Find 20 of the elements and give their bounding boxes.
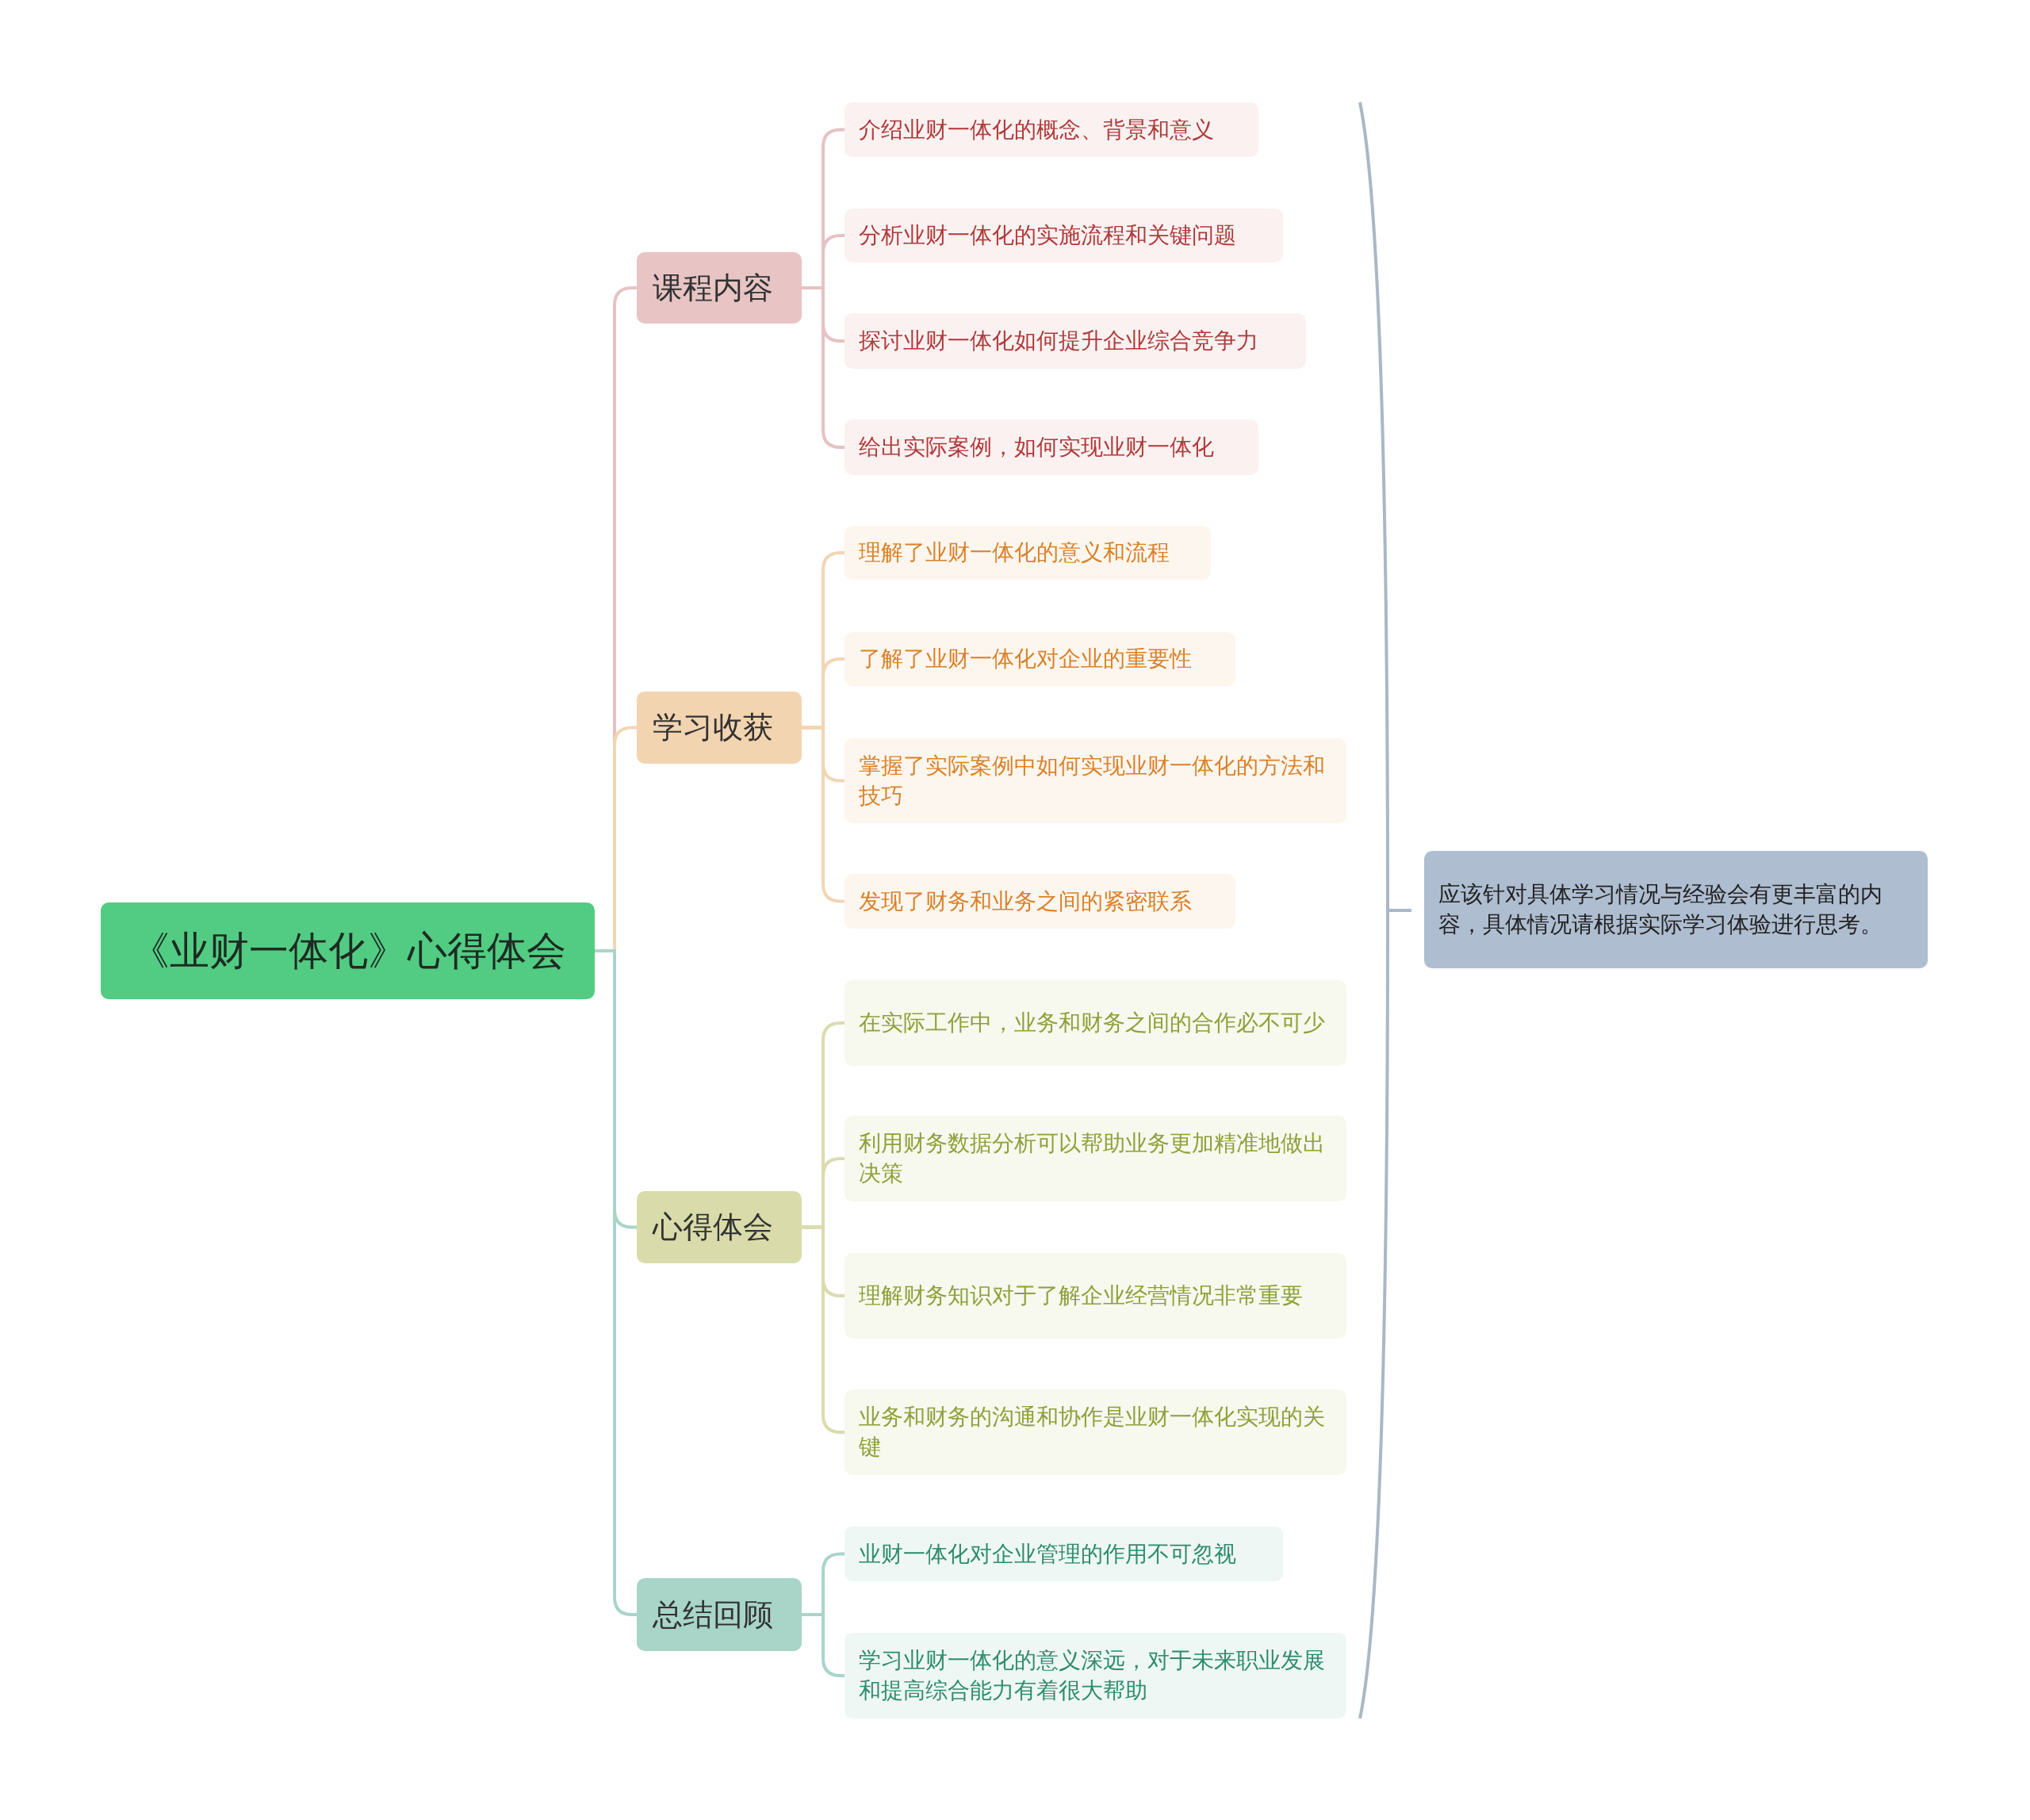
subtopic-box: 业务和财务的沟通和协作是业财一体化实现的关键: [845, 1389, 1346, 1475]
subtopic-box: 发现了财务和业务之间的紧密联系: [845, 874, 1235, 929]
subtopic-box: 学习业财一体化的意义深远，对于未来职业发展和提高综合能力有着很大帮助: [845, 1633, 1346, 1718]
subtopic-box: 理解了业财一体化的意义和流程: [845, 526, 1211, 580]
note-box: 应该针对具体学习情况与经验会有更丰富的内容，具体情况请根据实际学习体验进行思考。: [1424, 851, 1928, 968]
subtopic-box: 在实际工作中，业务和财务之间的合作必不可少: [845, 980, 1346, 1066]
subtopic-box: 探讨业财一体化如何提升企业综合竞争力: [845, 313, 1306, 369]
topic-box: 心得体会: [637, 1191, 802, 1263]
subtopic-box: 了解了业财一体化对企业的重要性: [845, 632, 1235, 686]
subtopic-box: 利用财务数据分析可以帮助业务更加精准地做出决策: [845, 1116, 1346, 1201]
topic-box: 总结回顾: [637, 1578, 802, 1651]
subtopic-box: 给出实际案例，如何实现业财一体化: [845, 420, 1258, 475]
subtopic-box: 掌握了实际案例中如何实现业财一体化的方法和技巧: [845, 738, 1346, 823]
root-box: 《业财一体化》心得体会: [101, 902, 595, 999]
topic-box: 学习收获: [637, 692, 802, 764]
subtopic-box: 业财一体化对企业管理的作用不可忽视: [845, 1527, 1283, 1581]
subtopic-box: 介绍业财一体化的概念、背景和意义: [845, 102, 1258, 157]
subtopic-box: 理解财务知识对于了解企业经营情况非常重要: [845, 1253, 1346, 1339]
subtopic-box: 分析业财一体化的实施流程和关键问题: [845, 209, 1283, 262]
topic-box: 课程内容: [637, 252, 802, 324]
